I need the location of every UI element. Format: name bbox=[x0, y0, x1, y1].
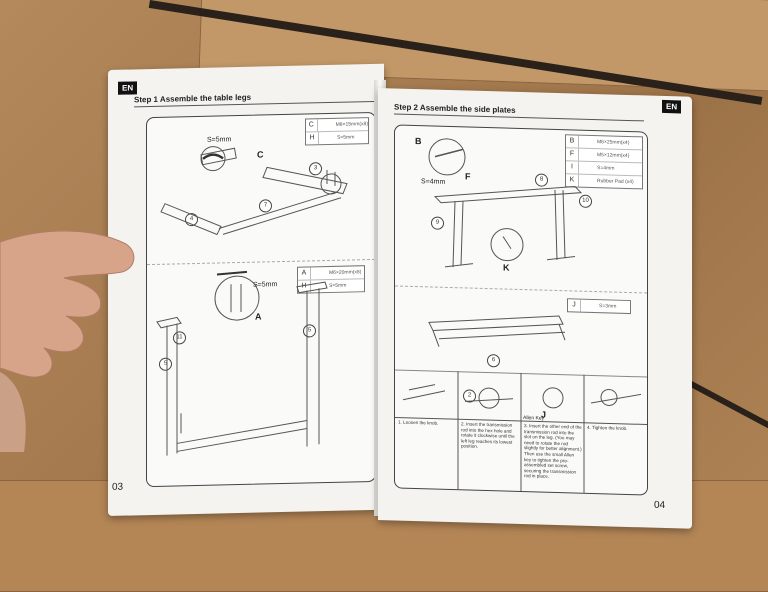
hand bbox=[0, 230, 135, 452]
right-page: EN Step 2 Assemble the side plates B M6×… bbox=[378, 88, 692, 529]
step-title: Step 2 Assemble the side plates bbox=[394, 102, 644, 122]
frame-top-drawing bbox=[428, 315, 566, 347]
instruction-booklet: EN Step 1 Assemble the table legs C M8×1… bbox=[108, 63, 692, 529]
page-number: 04 bbox=[654, 499, 666, 512]
diagram-frame: B M6×25mm(x4) F M5×12mm(x4) I S=4mm K Ru… bbox=[394, 124, 648, 496]
page-number: 03 bbox=[112, 481, 124, 493]
leg-assembly-drawing bbox=[156, 270, 328, 456]
diagram-frame: C M8×15mm(x8) H S=5mm S=5mm C 3 4 7 bbox=[146, 111, 376, 488]
box-seam-right bbox=[687, 380, 768, 433]
step-instruction: 2. Insert the transmission rod into the … bbox=[461, 421, 515, 450]
language-tab: EN bbox=[662, 99, 682, 114]
side-plate-drawing bbox=[428, 138, 583, 268]
step-instruction: 3. Insert the other end of the transmiss… bbox=[524, 423, 582, 480]
language-tab: EN bbox=[118, 81, 138, 95]
step-title: Step 1 Assemble the table legs bbox=[134, 89, 374, 108]
steps-drawings bbox=[395, 371, 647, 493]
leg-crossbar-drawing bbox=[160, 146, 348, 236]
left-page: EN Step 1 Assemble the table legs C M8×1… bbox=[108, 63, 384, 516]
